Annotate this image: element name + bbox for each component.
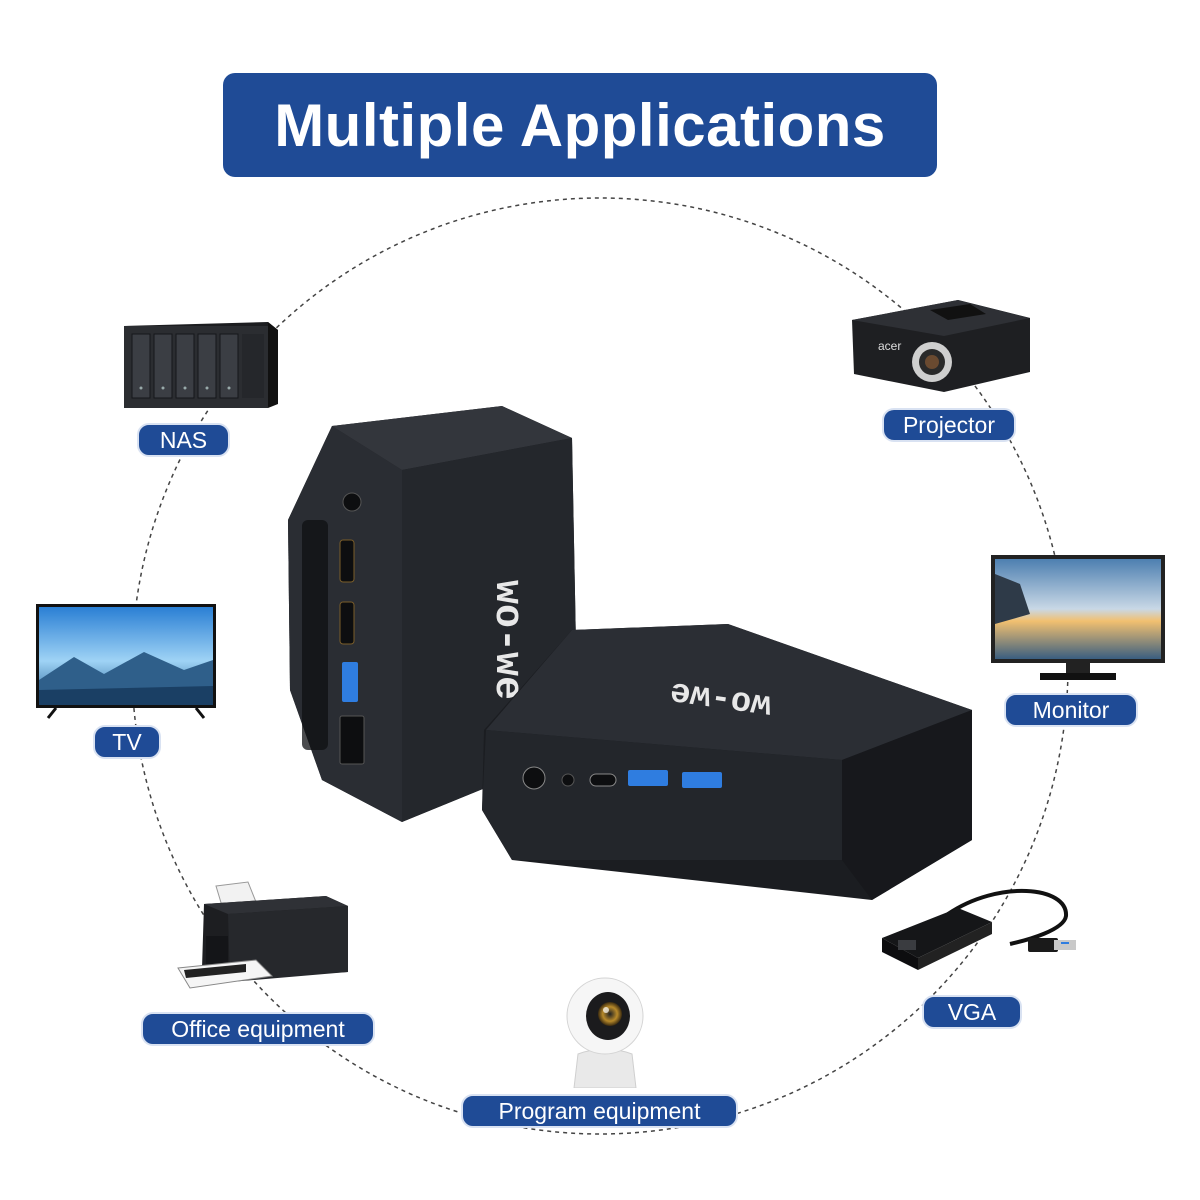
- printer-icon: [177, 881, 348, 989]
- security-camera-icon: [566, 977, 644, 1088]
- nas-icon: [124, 322, 278, 408]
- label-projector: Projector: [882, 408, 1016, 442]
- label-nas: NAS: [137, 423, 230, 457]
- svg-text:acer: acer: [878, 339, 901, 353]
- tv-icon: [36, 604, 216, 719]
- label-monitor: Monitor: [1004, 693, 1138, 727]
- vga-adapter-icon: [882, 888, 1076, 970]
- monitor-icon: [991, 555, 1165, 680]
- label-tv: TV: [93, 725, 161, 759]
- label-office-equipment: Office equipment: [141, 1012, 375, 1046]
- projector-icon: acer: [852, 300, 1030, 392]
- page-title: Multiple Applications: [223, 73, 937, 177]
- label-vga: VGA: [922, 995, 1022, 1029]
- svg-text:wo-we: wo-we: [484, 580, 529, 700]
- mini-pc-icon: wo-we wo-we: [288, 406, 972, 900]
- label-program-equipment: Program equipment: [461, 1094, 738, 1128]
